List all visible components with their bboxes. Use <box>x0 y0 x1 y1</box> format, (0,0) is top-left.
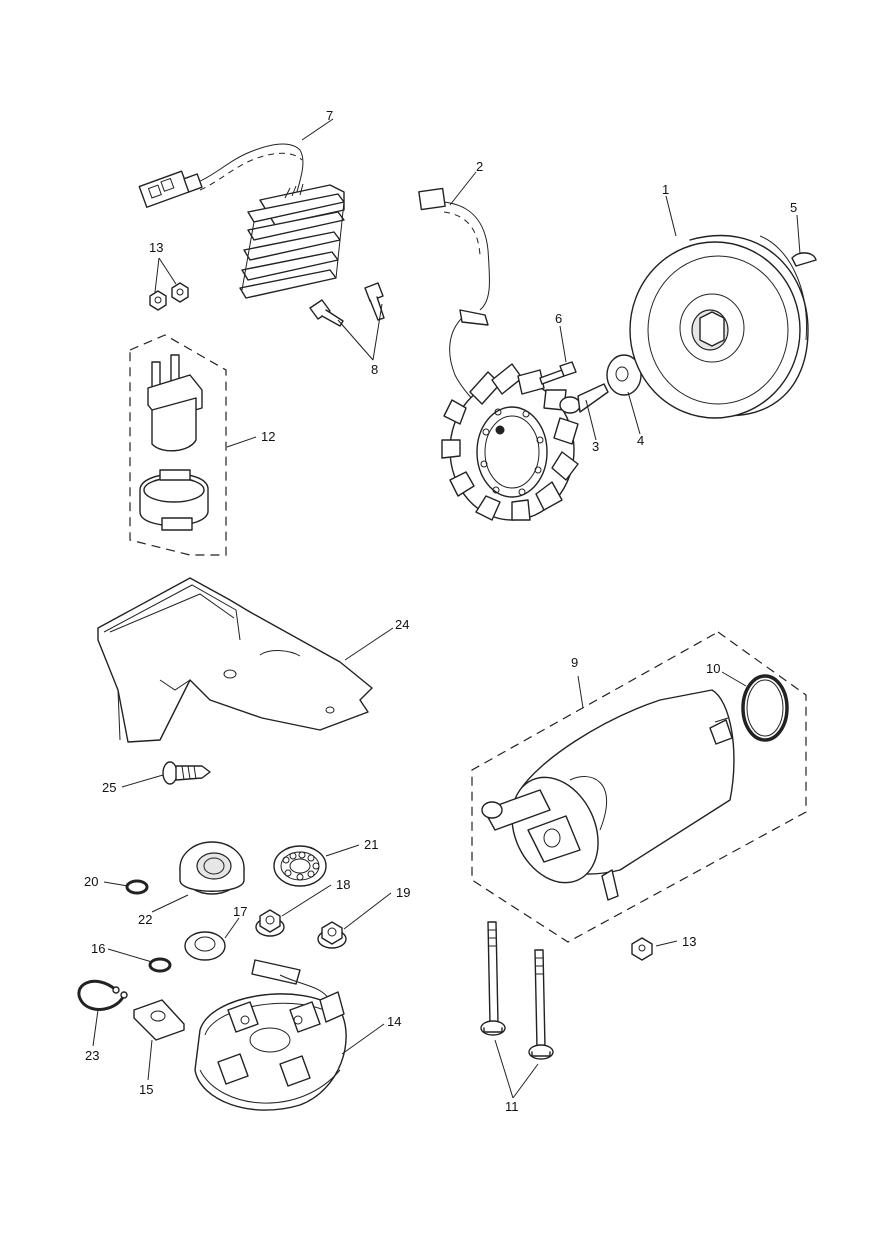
screw-pair <box>309 282 385 327</box>
callout-9: 9 <box>571 655 578 670</box>
woodruff-key <box>791 252 817 267</box>
rotor <box>629 234 809 419</box>
nut-right <box>631 937 653 961</box>
callout-19: 19 <box>396 885 410 900</box>
stator <box>418 187 579 521</box>
callout-21: 21 <box>364 837 378 852</box>
flange-nut-19 <box>317 921 347 949</box>
callout-24: 24 <box>395 617 409 632</box>
callout-18: 18 <box>336 877 350 892</box>
washer <box>606 354 642 396</box>
callout-4: 4 <box>637 433 644 448</box>
callout-14: 14 <box>387 1014 401 1029</box>
callout-23: 23 <box>85 1048 99 1063</box>
rotor-bolt <box>559 383 609 414</box>
regulator-rectifier <box>138 143 345 299</box>
callout-15: 15 <box>139 1082 153 1097</box>
battery-tray <box>97 577 373 743</box>
flange-nut-18 <box>255 909 285 937</box>
o-ring <box>741 674 789 742</box>
callout-25: 25 <box>102 780 116 795</box>
callout-10: 10 <box>706 661 720 676</box>
callout-6: 6 <box>555 311 562 326</box>
circlip <box>77 979 128 1011</box>
callout-12: 12 <box>261 429 275 444</box>
callout-13-right: 13 <box>682 934 696 949</box>
callout-16: 16 <box>91 941 105 956</box>
stator-poles <box>441 363 579 521</box>
seal <box>184 931 226 961</box>
callout-3: 3 <box>592 439 599 454</box>
callout-13: 13 <box>149 240 163 255</box>
brush-holder <box>194 959 347 1111</box>
bearing-ball <box>273 845 327 887</box>
callout-5: 5 <box>790 200 797 215</box>
leader-lines <box>92 118 801 1099</box>
stator-bolt <box>539 361 577 385</box>
starter-motor-group <box>471 631 807 943</box>
nut-pair-top <box>149 282 189 311</box>
callout-labels: 7 2 1 5 13 6 8 12 3 4 24 9 10 25 21 20 1… <box>84 108 797 1114</box>
long-bolt-pair <box>480 921 554 1060</box>
callout-22: 22 <box>138 912 152 927</box>
callout-17: 17 <box>233 904 247 919</box>
bearing-large <box>179 841 245 895</box>
starter-relay-group <box>129 334 227 556</box>
o-ring-small <box>148 957 172 973</box>
terminal-block <box>133 999 185 1041</box>
washer-small <box>125 879 149 895</box>
callout-1: 1 <box>662 182 669 197</box>
callout-11: 11 <box>505 1099 519 1114</box>
callout-2: 2 <box>476 159 483 174</box>
callout-7: 7 <box>326 108 333 123</box>
callout-20: 20 <box>84 874 98 889</box>
tray-screw <box>162 761 211 785</box>
callout-8: 8 <box>371 362 378 377</box>
